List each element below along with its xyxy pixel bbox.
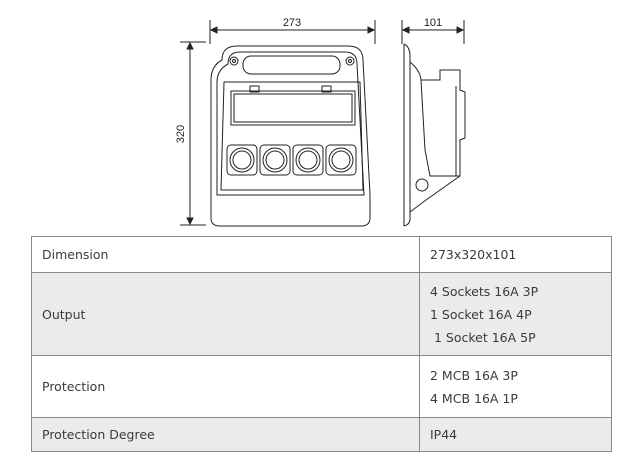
width-dimension-label: 273 [283,17,301,29]
spec-value-line: 2 MCB 16A 3P [430,367,518,383]
spec-row-dimension: Dimension 273x320x101 [31,236,612,273]
front-view [180,20,376,227]
spec-value-line: 1 Socket 16A 5P [430,329,536,345]
socket-icons [226,144,357,176]
spec-row-protection: Protection 2 MCB 16A 3P 4 MCB 16A 1P [31,355,612,418]
spec-value: IP44 [419,417,612,452]
spec-label: Dimension [31,236,420,273]
height-dimension-label: 320 [175,125,187,143]
technical-drawing: 273 101 320 [175,17,466,227]
spec-value-line: 1 Socket 16A 4P [430,306,532,322]
spec-value: 4 Sockets 16A 3P 1 Socket 16A 4P 1 Socke… [419,272,612,356]
depth-dimension-label: 101 [424,17,442,29]
spec-value-line: 273x320x101 [430,247,517,262]
spec-value: 2 MCB 16A 3P 4 MCB 16A 1P [419,355,612,418]
spec-value-line: 4 Sockets 16A 3P [430,283,539,299]
spec-label: Output [31,272,420,356]
spec-table: Dimension 273x320x101 Output 4 Sockets 1… [31,236,612,452]
side-view [401,20,466,227]
spec-value-line: IP44 [430,427,458,442]
spec-label: Protection [31,355,420,418]
spec-value: 273x320x101 [419,236,612,273]
spec-row-output: Output 4 Sockets 16A 3P 1 Socket 16A 4P … [31,272,612,356]
spec-row-protection-degree: Protection Degree IP44 [31,417,612,452]
spec-label: Protection Degree [31,417,420,452]
spec-value-line: 4 MCB 16A 1P [430,390,518,406]
